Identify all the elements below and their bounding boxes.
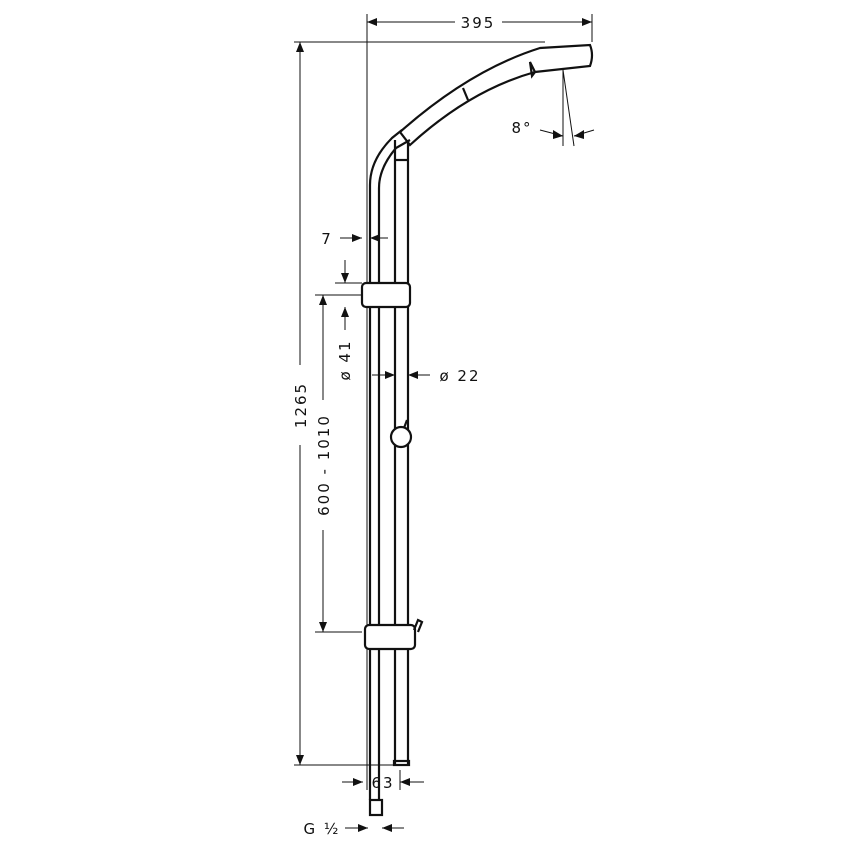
dim-label-g-half: G ½ <box>304 820 341 838</box>
dim-hose-offset: 7 <box>321 230 388 248</box>
dim-label-41: ø 41 <box>336 339 354 380</box>
dim-label-22: ø 22 <box>439 367 480 385</box>
dim-overall-width: 395 <box>367 14 592 32</box>
shower-arm <box>398 43 594 147</box>
dim-label-395: 395 <box>461 14 496 32</box>
dim-slider-range: 600 - 1010 <box>315 295 333 632</box>
dim-label-7: 7 <box>321 230 333 248</box>
dim-label-8deg: 8° <box>511 119 532 137</box>
dim-spray-angle: 8° <box>511 119 595 139</box>
upper-slider <box>360 281 412 309</box>
dim-overall-height: 1265 <box>292 42 310 765</box>
hose <box>368 129 411 800</box>
rail-knob <box>389 419 413 449</box>
dim-rod-diameter: ø 22 <box>372 367 480 385</box>
connection-fitting <box>368 798 384 817</box>
extension-lines <box>294 14 593 790</box>
dim-label-600-1010: 600 - 1010 <box>315 414 333 516</box>
slide-rail <box>392 140 411 767</box>
dim-label-63: 63 <box>371 774 394 792</box>
dim-label-1265: 1265 <box>292 382 310 428</box>
lower-slider <box>363 618 424 651</box>
dim-connection-thread: G ½ <box>304 820 404 838</box>
dim-slider-height: ø 41 <box>336 260 354 381</box>
dim-wall-distance: 63 <box>342 774 424 792</box>
